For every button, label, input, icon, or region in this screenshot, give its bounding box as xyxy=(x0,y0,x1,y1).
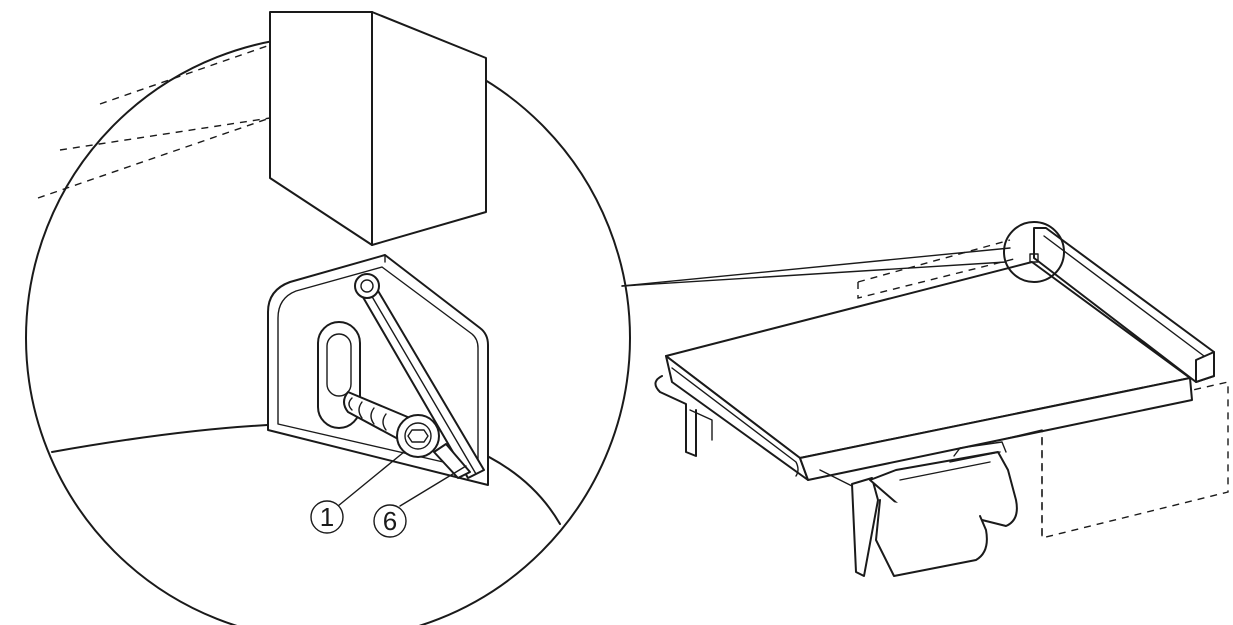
callout-1: 1 xyxy=(310,500,344,534)
detail-indicator-circle xyxy=(1003,221,1065,283)
detail-magnifier: 1 6 xyxy=(25,11,631,625)
callout-6: 6 xyxy=(373,504,407,538)
back-rail xyxy=(1033,227,1215,383)
hex-key-part xyxy=(354,273,485,479)
screw-part xyxy=(343,391,440,458)
cabinet-post xyxy=(269,11,487,246)
tray-board xyxy=(665,261,1193,481)
dashed-cabinet-side xyxy=(1041,381,1229,539)
hex-socket xyxy=(407,429,429,443)
leader-line-1 xyxy=(337,451,405,507)
leader-line-6 xyxy=(399,465,467,507)
pullout-unit xyxy=(654,227,1229,577)
callout-6-label: 6 xyxy=(383,506,397,536)
callout-1-label: 1 xyxy=(320,502,334,532)
left-runner xyxy=(654,375,713,457)
right-runner xyxy=(999,429,1043,441)
zoom-connector-bottom xyxy=(621,261,1007,287)
screw-head xyxy=(396,414,440,458)
dashed-panel-line-low xyxy=(37,117,271,199)
lift-mechanism xyxy=(819,441,1018,577)
dashed-back-panel xyxy=(857,257,1019,299)
detail-screw-marker xyxy=(1029,253,1039,263)
zoom-connector-top xyxy=(621,247,1011,287)
dashed-panel-line-top xyxy=(99,44,271,105)
dashed-panel-line-mid xyxy=(59,117,271,151)
